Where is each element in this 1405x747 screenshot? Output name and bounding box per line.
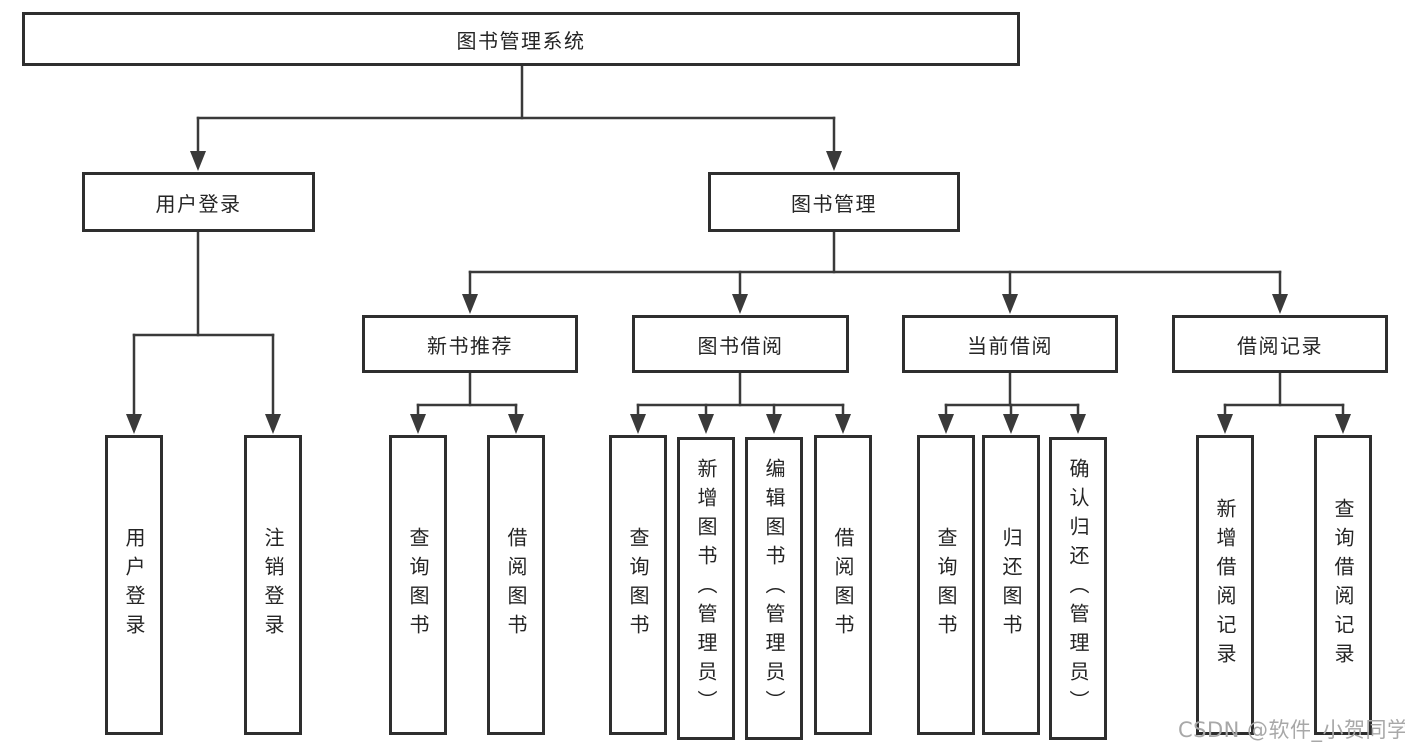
connector-borrow-records-to-leaves xyxy=(1217,371,1351,434)
node-leaf-add-book-admin: 新增图书（管理员） xyxy=(677,437,735,740)
node-label: 借阅图书 xyxy=(831,527,855,643)
node-leaf-edit-book-admin: 编辑图书（管理员） xyxy=(745,437,803,740)
node-book-management: 图书管理 xyxy=(708,172,960,232)
connector-user-login-to-leaves xyxy=(126,230,281,434)
node-label: 查询图书 xyxy=(406,527,430,643)
connector-root-to-level2 xyxy=(190,64,842,171)
node-leaf-logout: 注销登录 xyxy=(244,435,302,735)
node-label: 借阅图书 xyxy=(504,527,528,643)
node-label: 用户登录 xyxy=(155,191,242,216)
node-label: 新书推荐 xyxy=(427,333,513,358)
node-label: 查询借阅记录 xyxy=(1331,498,1355,672)
node-leaf-query-book-3: 查询图书 xyxy=(917,435,975,735)
node-borrow-records: 借阅记录 xyxy=(1172,315,1388,373)
node-label: 注销登录 xyxy=(261,527,285,643)
node-label: 编辑图书（管理员） xyxy=(762,458,786,719)
node-label: 当前借阅 xyxy=(967,333,1053,358)
watermark: CSDN @软件_小贺同学 xyxy=(1178,718,1405,742)
node-user-login: 用户登录 xyxy=(82,172,315,232)
node-label: 借阅记录 xyxy=(1237,333,1323,358)
node-label: 查询图书 xyxy=(934,527,958,643)
connector-book-borrow-to-leaves xyxy=(630,371,851,434)
connector-book-management-to-level3 xyxy=(462,230,1288,314)
connector-new-book-recommend-to-leaves xyxy=(410,371,524,434)
node-label: 用户登录 xyxy=(122,527,146,643)
node-leaf-borrow-book-2: 借阅图书 xyxy=(814,435,872,735)
node-leaf-add-borrow-record: 新增借阅记录 xyxy=(1196,435,1254,735)
node-label: 新增图书（管理员） xyxy=(694,458,718,719)
node-label: 确认归还（管理员） xyxy=(1066,458,1090,719)
node-library-management-system: 图书管理系统 xyxy=(22,12,1020,66)
node-leaf-return-book: 归还图书 xyxy=(982,435,1040,735)
node-label: 图书借阅 xyxy=(697,333,784,358)
connector-current-borrow-to-leaves xyxy=(938,371,1086,434)
node-book-borrow: 图书借阅 xyxy=(632,315,849,373)
node-leaf-query-book-2: 查询图书 xyxy=(609,435,667,735)
node-label: 归还图书 xyxy=(999,527,1023,643)
node-leaf-query-book-1: 查询图书 xyxy=(389,435,447,735)
node-label: 查询图书 xyxy=(626,527,650,643)
node-leaf-borrow-book-1: 借阅图书 xyxy=(487,435,545,735)
node-current-borrow: 当前借阅 xyxy=(902,315,1118,373)
node-label: 图书管理 xyxy=(791,191,877,216)
node-label: 图书管理系统 xyxy=(456,28,586,53)
node-label: 新增借阅记录 xyxy=(1213,498,1237,672)
node-leaf-confirm-return-admin: 确认归还（管理员） xyxy=(1049,437,1107,740)
node-leaf-query-borrow-record: 查询借阅记录 xyxy=(1314,435,1372,735)
node-leaf-user-login: 用户登录 xyxy=(105,435,163,735)
node-new-book-recommend: 新书推荐 xyxy=(362,315,578,373)
